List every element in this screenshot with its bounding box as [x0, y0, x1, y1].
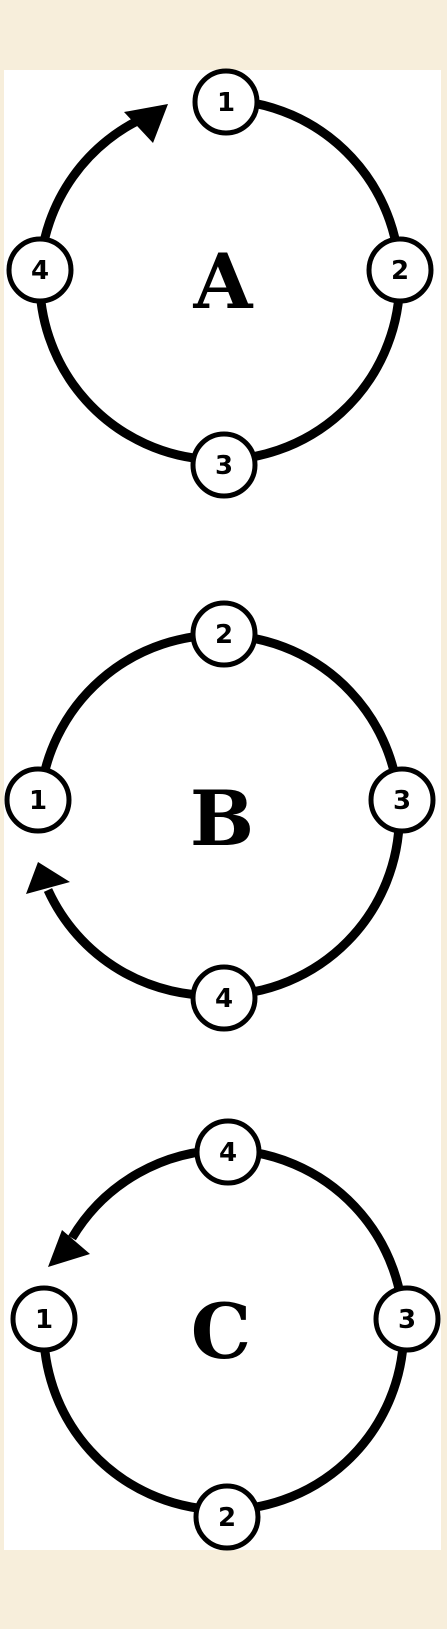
diagram-a-node-right — [366, 236, 434, 304]
diagram-b-node-bottom-label: 4 — [215, 984, 233, 1014]
diagram-b-node-right-label: 3 — [393, 786, 411, 816]
diagram-c: C 4 3 2 1 — [10, 1118, 441, 1551]
diagram-a-letter: A — [193, 237, 254, 326]
diagram-b-node-top — [190, 600, 258, 668]
diagram-a: A 1 2 3 4 — [6, 68, 434, 499]
diagram-b-node-top-label: 2 — [215, 620, 233, 650]
diagram-b-node-right — [368, 766, 436, 834]
diagram-c-node-right — [373, 1285, 441, 1353]
white-panel — [4, 70, 441, 1550]
diagram-b-arrowhead-icon — [26, 862, 70, 894]
diagram-b-node-left — [4, 766, 72, 834]
diagram-b-letter: B — [190, 774, 254, 863]
diagram-a-node-left — [6, 236, 74, 304]
diagram-b: B 2 3 4 1 — [4, 600, 436, 1032]
diagram-a-node-bottom-label: 3 — [215, 451, 233, 481]
diagram-c-node-top — [194, 1118, 262, 1186]
diagram-c-letter: C — [191, 1287, 252, 1376]
diagram-a-arrowhead-icon — [124, 104, 168, 143]
diagram-c-node-right-label: 3 — [398, 1305, 416, 1335]
diagram-a-node-left-label: 4 — [31, 256, 49, 286]
diagram-c-node-bottom-label: 2 — [218, 1503, 236, 1533]
diagram-c-node-left — [10, 1285, 78, 1353]
diagram-a-node-bottom — [190, 431, 258, 499]
diagram-c-node-bottom — [193, 1483, 261, 1551]
diagram-a-node-right-label: 2 — [391, 256, 409, 286]
diagram-b-node-bottom — [190, 964, 258, 1032]
diagram-c-node-left-label: 1 — [35, 1305, 53, 1335]
diagram-c-node-top-label: 4 — [219, 1138, 237, 1168]
diagram-a-node-top — [192, 68, 260, 136]
diagram-c-arrowhead-icon — [48, 1230, 90, 1267]
diagram-b-node-left-label: 1 — [29, 786, 47, 816]
diagram-c-ring — [39, 1145, 409, 1515]
diagram-a-ring — [35, 95, 405, 465]
diagram-b-ring — [35, 630, 404, 1000]
diagram-a-node-top-label: 1 — [217, 88, 235, 118]
